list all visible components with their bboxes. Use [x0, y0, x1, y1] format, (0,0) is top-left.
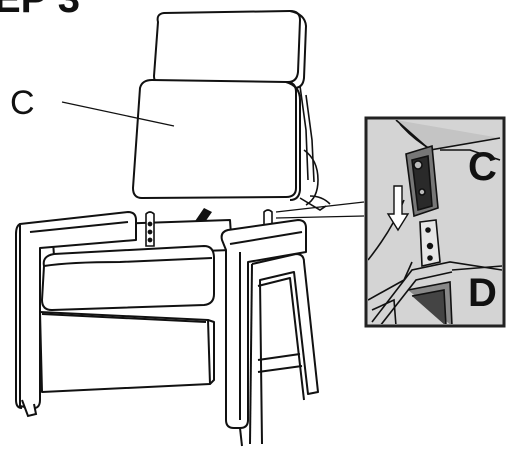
chair-base-front — [40, 312, 214, 392]
backrest-top-cushion — [154, 11, 306, 88]
inset-label-d: D — [468, 271, 497, 315]
right-armrest — [222, 220, 306, 428]
backrest-frame — [300, 86, 314, 182]
right-leg-frame — [240, 254, 318, 446]
inset-label-c: C — [468, 145, 497, 189]
step-heading: EP 3 — [0, 0, 80, 21]
backrest-rear-bracket — [300, 150, 330, 210]
label-part-c: C — [10, 84, 35, 122]
detail-inset: C D — [366, 118, 504, 326]
seat-cushion — [42, 246, 214, 310]
backrest-cushion-c — [133, 80, 300, 200]
